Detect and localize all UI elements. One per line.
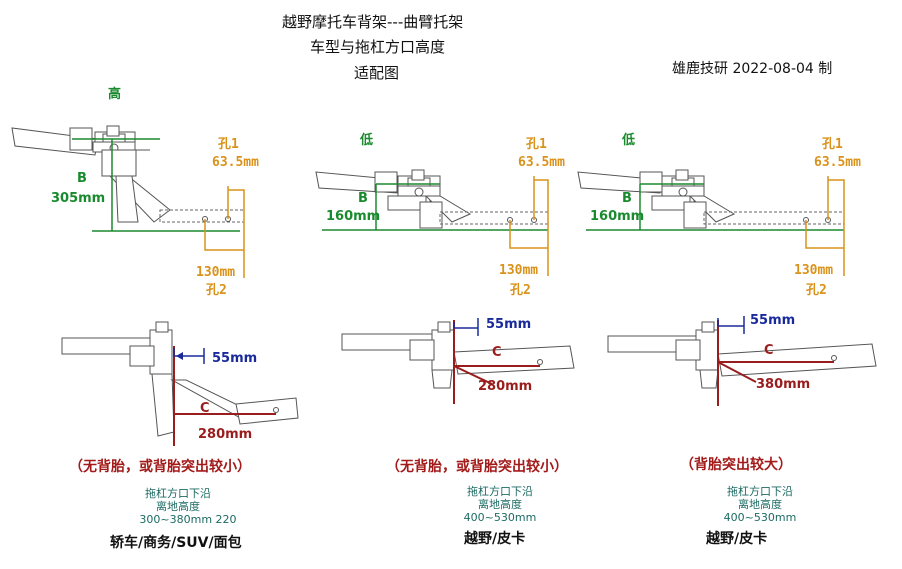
panel1-b-value: 305mm <box>51 191 106 206</box>
panel2-bottom-drawing <box>341 318 575 404</box>
panel1-c-value: 280mm <box>198 427 253 442</box>
panel1-hitch-line2: 离地高度 <box>156 500 200 513</box>
panel2-b-value: 160mm <box>326 209 381 224</box>
panel3-c-value: 380mm <box>756 377 811 392</box>
panel3-hole1-label: 孔1 <box>822 137 843 152</box>
panel1-mode-label: 高 <box>108 87 122 102</box>
diagram-subtitle: 车型与拖杠方口高度 <box>310 38 446 56</box>
panel1-hole1-label: 孔1 <box>218 137 239 152</box>
panel3-hitch-line1: 拖杠方口下沿 <box>727 485 793 498</box>
diagram-subtitle-2: 适配图 <box>354 64 400 82</box>
panel2-mode-label: 低 <box>360 133 374 148</box>
panel2-b-label: B <box>358 191 368 206</box>
panel2-hole1-value: 63.5mm <box>518 155 565 170</box>
panel1-b-label: B <box>77 171 87 186</box>
panel1-hole2-value: 130mm <box>196 265 236 280</box>
panel2-hole1-label: 孔1 <box>526 137 547 152</box>
panel3-mode-label: 低 <box>622 133 636 148</box>
panel2-note: （无背胎，或背胎突出较小） <box>386 459 568 475</box>
panel3-top-drawing <box>577 169 845 276</box>
panel1-bottom-drawing <box>61 321 299 446</box>
panel1-offset-value: 55mm <box>212 351 258 366</box>
panel2-hitch-line3: 400~530mm <box>463 511 537 524</box>
panel1-note: （无背胎，或背胎突出较小） <box>69 459 251 475</box>
panel3-c-label: C <box>764 343 774 358</box>
panel1-hole1-value: 63.5mm <box>212 155 259 170</box>
panel2-hitch-line2: 离地高度 <box>478 498 522 511</box>
panel3-b-value: 160mm <box>590 209 645 224</box>
panel1-hitch-line1: 拖杠方口下沿 <box>145 487 211 500</box>
panel1-vehicles: 轿车/商务/SUV/面包 <box>110 535 242 551</box>
panel3-b-label: B <box>622 191 632 206</box>
panel2-hole2-value: 130mm <box>499 263 539 278</box>
diagram-title: 越野摩托车背架---曲臂托架 <box>282 13 464 31</box>
panel3-hole2-label: 孔2 <box>806 283 827 298</box>
author-credit: 雄鹿技研 2022-08-04 制 <box>672 61 833 77</box>
panel3-note: （背胎突出较大） <box>680 457 792 473</box>
panel2-top-drawing <box>315 169 549 276</box>
panel2-c-value: 280mm <box>478 379 533 394</box>
panel3-vehicles: 越野/皮卡 <box>706 531 768 547</box>
panel1-hole2-label: 孔2 <box>206 283 227 298</box>
panel2-hitch-line1: 拖杠方口下沿 <box>467 485 533 498</box>
panel3-bottom-drawing <box>607 316 877 406</box>
panel2-c-label: C <box>492 345 502 360</box>
panel1-c-label: C <box>200 401 210 416</box>
panel1-hitch-line3: 300~380mm 220 <box>139 513 237 526</box>
panel3-hole2-value: 130mm <box>794 263 834 278</box>
panel1-top-drawing <box>11 125 245 278</box>
panel2-hole2-label: 孔2 <box>510 283 531 298</box>
panel3-hitch-line3: 400~530mm <box>723 511 797 524</box>
panel3-offset-value: 55mm <box>750 313 796 328</box>
panel2-vehicles: 越野/皮卡 <box>464 531 526 547</box>
panel2-offset-value: 55mm <box>486 317 532 332</box>
panel3-hitch-line2: 离地高度 <box>738 498 782 511</box>
panel3-hole1-value: 63.5mm <box>814 155 861 170</box>
